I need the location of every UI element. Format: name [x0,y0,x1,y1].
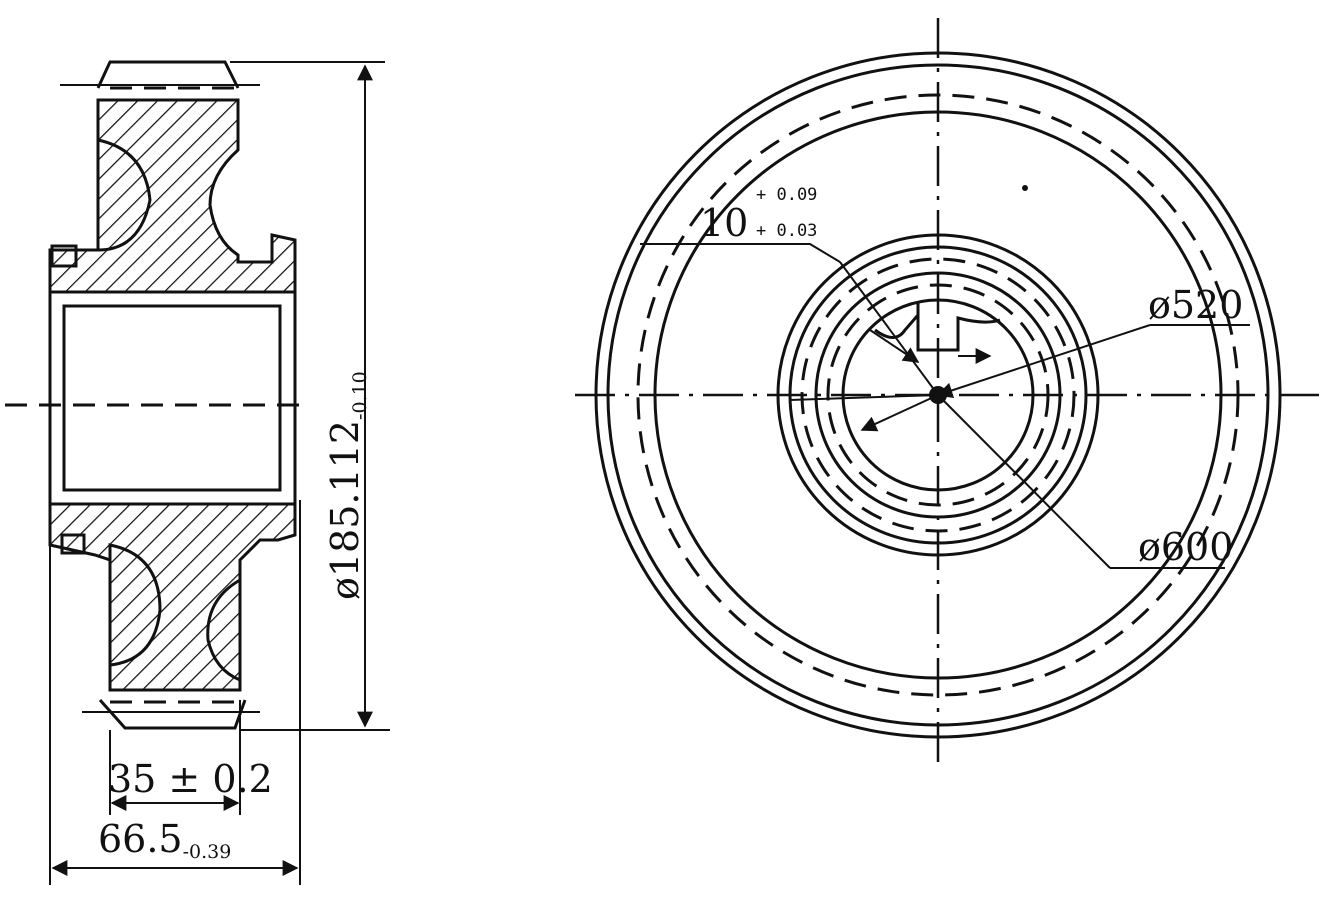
hub-circle-1 [776,233,1100,557]
upper-web-section [48,98,297,294]
hub-circle-2 [788,245,1088,545]
front-view: 10 + 0.09 + 0.03 ø520 ø600 [575,18,1322,770]
svg-text:ø185.112-0.10: ø185.112-0.10 [323,371,371,600]
mid-circle [653,110,1223,680]
diameter-label: ø185.112-0.10 [323,371,371,600]
keyway-tol-upper: + 0.09 [756,185,817,205]
lower-rim [98,699,247,730]
bore-circle [841,298,1035,492]
radial-line-upper-left [789,394,939,401]
lower-groove-left [108,543,162,667]
outer-width-tol-text: -0.39 [183,841,232,863]
d520-label: ø520 [1148,283,1243,327]
radial-line-lower-left [860,394,939,432]
diameter-tol-text: -0.10 [349,371,371,420]
hub-bore [48,290,297,506]
outer-dashed-circle [636,93,1240,697]
keyway-main-text: 10 [700,201,748,245]
hub-dashed-circle-2 [826,283,1050,507]
keyway-leader-ext [640,243,841,263]
keyway-tol-lower: + 0.03 [756,221,817,241]
d520-leader [936,324,1151,399]
hub-bore-inner [62,304,282,492]
lower-web-section [48,502,297,692]
d600-label: ø600 [1138,525,1233,569]
outer-circle-2 [606,63,1270,727]
outer-width-label: 66.5-0.39 [98,817,231,863]
outer-circle [594,51,1282,739]
inner-width-label: 35 ± 0.2 [108,757,273,801]
lower-groove-right [206,577,242,683]
keyway-arrow-1 [869,329,920,363]
hub-dashed-circle [800,257,1076,533]
side-section-view: ø185.112-0.10 35 ± 0.2 66.5-0.39 [5,60,390,885]
keyway-leader [839,261,939,396]
outer-width-main-text: 66.5 [98,817,183,861]
lower-lug [60,533,86,555]
diameter-main-text: ø185.112 [323,420,367,600]
upper-groove-left [96,138,152,252]
upper-lug [50,244,78,268]
small-dot [1022,185,1028,191]
d600-leader [937,394,1111,569]
upper-rim [96,60,240,89]
keyway-label: 10 [700,201,748,245]
hub-circle-3 [814,271,1062,519]
keyway [916,302,1001,352]
